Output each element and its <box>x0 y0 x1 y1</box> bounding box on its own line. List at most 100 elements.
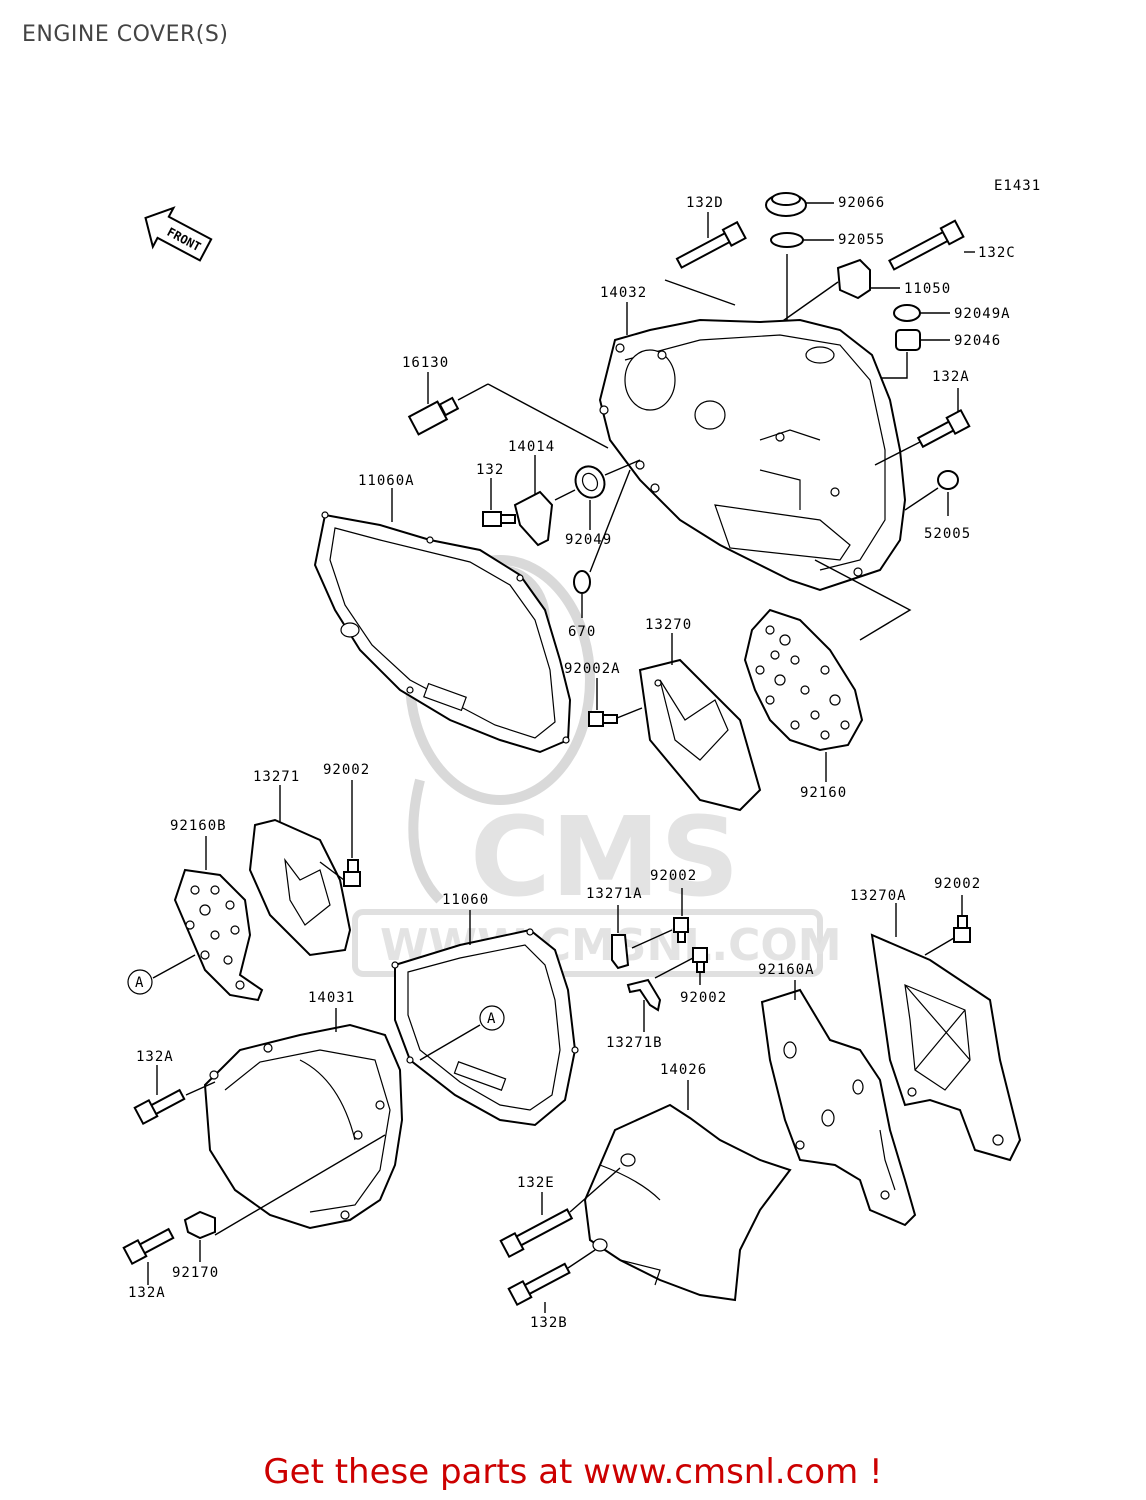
leader-92002-a-plate <box>319 861 345 881</box>
label-670: 670 <box>568 624 596 640</box>
label-14032: 14032 <box>600 285 647 301</box>
ring-670 <box>573 570 591 594</box>
bearing-92046 <box>895 329 921 351</box>
bolt-132b <box>507 1262 571 1307</box>
callout-a-mid: A <box>479 1005 505 1031</box>
bolt-92002-a <box>343 859 361 887</box>
label-14026: 14026 <box>660 1062 707 1078</box>
label-92049: 92049 <box>565 532 612 548</box>
label-132d: 132D <box>686 195 724 211</box>
label-14014: 14014 <box>508 439 555 455</box>
bolt-132a-bot <box>122 1227 175 1266</box>
bolt-132e <box>499 1208 574 1259</box>
plug-92066 <box>765 192 807 217</box>
label-11050: 11050 <box>904 281 951 297</box>
front-arrow-icon: FRONT <box>144 206 213 262</box>
callout-a-mid-text: A <box>487 1011 496 1027</box>
leader-52005-cover <box>904 487 939 511</box>
label-13270a: 13270A <box>850 888 907 904</box>
insulator-92160 <box>743 608 864 752</box>
bolt-132d <box>675 220 747 269</box>
watermark-logo: CMS <box>470 793 739 921</box>
label-132b: 132B <box>530 1315 568 1331</box>
bolt-92002-c <box>953 915 971 943</box>
chain-cover-14026 <box>583 1103 792 1302</box>
label-13271: 13271 <box>253 769 300 785</box>
label-132: 132 <box>476 462 504 478</box>
leader-14031-strap <box>214 1134 386 1236</box>
label-52005: 52005 <box>924 526 971 542</box>
seal-92049-bore <box>581 472 599 492</box>
bolt-132c <box>888 219 965 271</box>
bolt-92002-b <box>673 917 689 943</box>
seal-52005 <box>937 470 959 490</box>
diagram-code: E1431 <box>994 178 1041 194</box>
label-92002-b: 92002 <box>650 868 697 884</box>
callout-a-left-text: A <box>135 975 144 991</box>
plate-14014 <box>513 490 554 547</box>
bolt-132a-top <box>916 408 971 449</box>
leader-92002-b-clip <box>631 929 673 949</box>
leader-callout-a-mid <box>419 1024 481 1061</box>
footer-link[interactable]: Get these parts at www.cmsnl.com ! <box>263 1452 883 1492</box>
label-92160a: 92160A <box>758 962 815 978</box>
plate-13271 <box>248 818 352 957</box>
label-92002-d: 92002 <box>680 990 727 1006</box>
label-92055: 92055 <box>838 232 885 248</box>
leader-92002-d-clip <box>654 957 694 979</box>
label-132e: 132E <box>517 1175 555 1191</box>
leader-132a-top-cover <box>874 441 921 466</box>
bolt-92002a <box>588 711 618 727</box>
bracket-11050 <box>836 258 871 300</box>
label-11060: 11060 <box>442 892 489 908</box>
clip-13271b <box>626 978 662 1012</box>
callout-a-left: A <box>127 969 153 995</box>
generator-cover-14031 <box>203 1023 404 1230</box>
insulator-92160a <box>760 988 917 1227</box>
label-13271a: 13271A <box>586 886 643 902</box>
leader-132e-cover <box>569 1167 621 1213</box>
leader-92049-cover <box>604 459 641 476</box>
bolt-132 <box>482 511 516 527</box>
label-132a-bot: 132A <box>128 1285 166 1301</box>
label-16130: 16130 <box>402 355 449 371</box>
label-132a-mid: 132A <box>136 1049 174 1065</box>
label-14031: 14031 <box>308 990 355 1006</box>
label-13270: 13270 <box>645 617 692 633</box>
label-92046: 92046 <box>954 333 1001 349</box>
label-132a-top: 132A <box>932 369 970 385</box>
label-13271b: 13271B <box>606 1035 663 1051</box>
label-11060a: 11060A <box>358 473 415 489</box>
insulator-92160b <box>173 868 264 1002</box>
page-title: ENGINE COVER(S) <box>22 22 229 47</box>
bolt-92002-d <box>692 947 708 973</box>
leader-92160-cover <box>814 559 912 641</box>
bolt-132a-mid <box>133 1088 186 1126</box>
o-ring-92055 <box>770 232 804 248</box>
clip-13271a <box>611 934 630 970</box>
leader-132a-mid-cover <box>185 1081 216 1096</box>
plate-13270 <box>638 658 762 812</box>
label-92002-c: 92002 <box>934 876 981 892</box>
clutch-cover-14032 <box>598 318 907 592</box>
leader-92049-plate <box>554 489 576 501</box>
plate-13270a <box>870 933 1022 1162</box>
leader-132b-cover <box>567 1249 596 1269</box>
label-92002-a: 92002 <box>323 762 370 778</box>
leader-16130-cover <box>487 383 609 449</box>
label-92160: 92160 <box>800 785 847 801</box>
leader-670-cover <box>589 469 631 573</box>
leader-92002-c-plate <box>924 937 955 956</box>
gasket-11060a <box>313 511 572 754</box>
label-92002a: 92002A <box>564 661 621 677</box>
label-92160b: 92160B <box>170 818 227 834</box>
label-92049a: 92049A <box>954 306 1011 322</box>
leader-callout-a-left <box>152 954 196 979</box>
fitting-16130 <box>407 396 460 436</box>
leader-92002a-plate <box>616 707 643 719</box>
label-132c: 132C <box>978 245 1016 261</box>
leader-16130-to-cover <box>457 383 489 401</box>
leader-14032-bolt <box>664 279 736 306</box>
label-92170: 92170 <box>172 1265 219 1281</box>
